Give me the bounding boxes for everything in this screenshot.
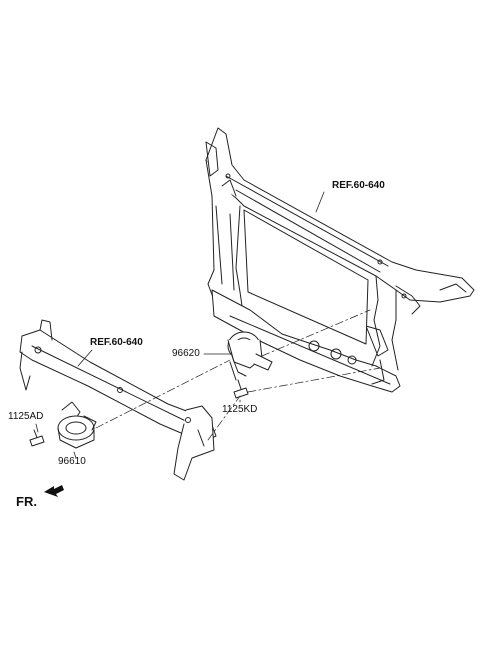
- front-bumper-beam: [19, 319, 217, 481]
- front-direction-label: FR.: [16, 494, 37, 509]
- part-label-1125kd: 1125KD: [222, 404, 258, 415]
- horn-96620: [227, 331, 273, 381]
- part-label-96620: 96620: [172, 348, 200, 359]
- front-arrow-icon: [44, 485, 64, 497]
- leader-lines: [35, 191, 325, 459]
- part-label-1125ad: 1125AD: [8, 411, 44, 422]
- bolt-1125kd: [233, 379, 249, 399]
- radiator-support-carrier: [205, 127, 475, 393]
- horn-96610: [57, 401, 97, 449]
- bolt-1125ad: [29, 429, 45, 447]
- ref-label-lower: REF.60-640: [90, 337, 143, 348]
- part-label-96610: 96610: [58, 456, 86, 467]
- ref-label-upper: REF.60-640: [332, 180, 385, 191]
- alignment-lines: [95, 309, 381, 441]
